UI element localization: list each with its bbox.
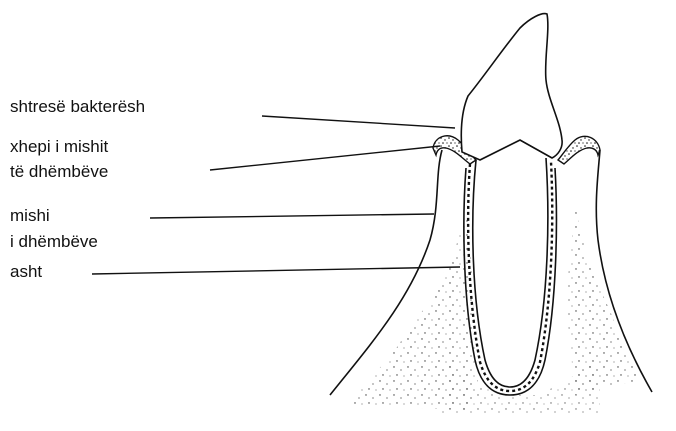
gum-pocket-right bbox=[558, 136, 600, 164]
leader-pocket bbox=[210, 146, 440, 170]
label-gum-line1: mishi bbox=[10, 205, 50, 227]
root-wall bbox=[468, 162, 552, 391]
leader-plaque bbox=[262, 116, 455, 128]
label-bone: asht bbox=[10, 261, 42, 283]
label-pocket-line1: xhepi i mishit bbox=[10, 136, 108, 158]
root-outline bbox=[473, 158, 548, 387]
leader-gum bbox=[150, 214, 434, 218]
crown bbox=[461, 14, 562, 160]
label-pocket-line2: të dhëmbëve bbox=[10, 161, 108, 183]
bone-stipple-right bbox=[566, 205, 640, 395]
socket-outer bbox=[464, 168, 557, 395]
label-gum-line2: i dhëmbëve bbox=[10, 231, 98, 253]
leader-bone bbox=[92, 267, 460, 274]
label-plaque: shtresë bakterësh bbox=[10, 96, 145, 118]
